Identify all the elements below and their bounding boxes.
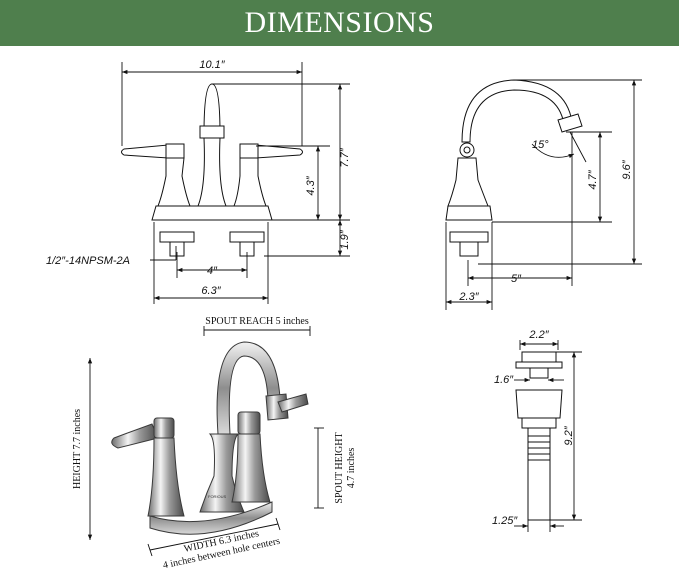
product-photo: SPOUT REACH 5 inches HEIGHT 7.7 inches S… bbox=[72, 316, 357, 568]
title-banner: DIMENSIONS bbox=[0, 0, 679, 46]
side-faucet-outline bbox=[445, 79, 583, 257]
drain-flange-label: 1.6″ bbox=[494, 374, 514, 386]
front-view: 10.1″ 7.7″ 4.3″ 1.9″ 1/2″-14NPSM-2A 4″ 6… bbox=[46, 59, 351, 304]
faucet-render: FORIOUS bbox=[111, 341, 309, 535]
front-spout-height-label: 4.3″ bbox=[305, 175, 317, 195]
side-base-depth-label: 2.3″ bbox=[458, 291, 479, 303]
side-spout-height-label: 4.7″ bbox=[587, 169, 599, 189]
brand-mark: FORIOUS bbox=[208, 494, 227, 499]
spout-height-caption: SPOUT HEIGHT bbox=[334, 432, 345, 503]
spout-height-value: 4.7 inches bbox=[346, 448, 357, 489]
banner-title: DIMENSIONS bbox=[244, 6, 435, 39]
drain-top-width-label: 2.2″ bbox=[528, 329, 549, 341]
thread-spec-label: 1/2″-14NPSM-2A bbox=[46, 255, 130, 267]
drain-tail-width-label: 1.25″ bbox=[492, 515, 518, 527]
hole-centers-label: 4″ bbox=[207, 265, 218, 277]
drain-outline bbox=[515, 351, 563, 521]
front-faucet-outline bbox=[121, 83, 303, 257]
base-width-label: 6.3″ bbox=[201, 285, 221, 297]
spout-angle-label: 15° bbox=[532, 139, 549, 151]
front-below-deck-label: 1.9″ bbox=[339, 229, 351, 249]
height-caption: HEIGHT 7.7 inches bbox=[72, 409, 83, 489]
front-height-label: 7.7″ bbox=[339, 147, 351, 167]
side-height-label: 9.6″ bbox=[621, 159, 633, 179]
drain-length-label: 9.2″ bbox=[563, 425, 575, 445]
front-width-label: 10.1″ bbox=[199, 59, 225, 71]
drain-view: 2.2″ 1.6″ 9.2″ 1.25″ bbox=[492, 329, 582, 532]
spout-reach-caption: SPOUT REACH 5 inches bbox=[205, 316, 309, 327]
side-reach-label: 5″ bbox=[511, 273, 522, 285]
dimensions-drawing: 10.1″ 7.7″ 4.3″ 1.9″ 1/2″-14NPSM-2A 4″ 6… bbox=[46, 59, 642, 568]
side-view: 9.6″ 4.7″ 15° 5″ 2.3″ bbox=[445, 79, 642, 310]
